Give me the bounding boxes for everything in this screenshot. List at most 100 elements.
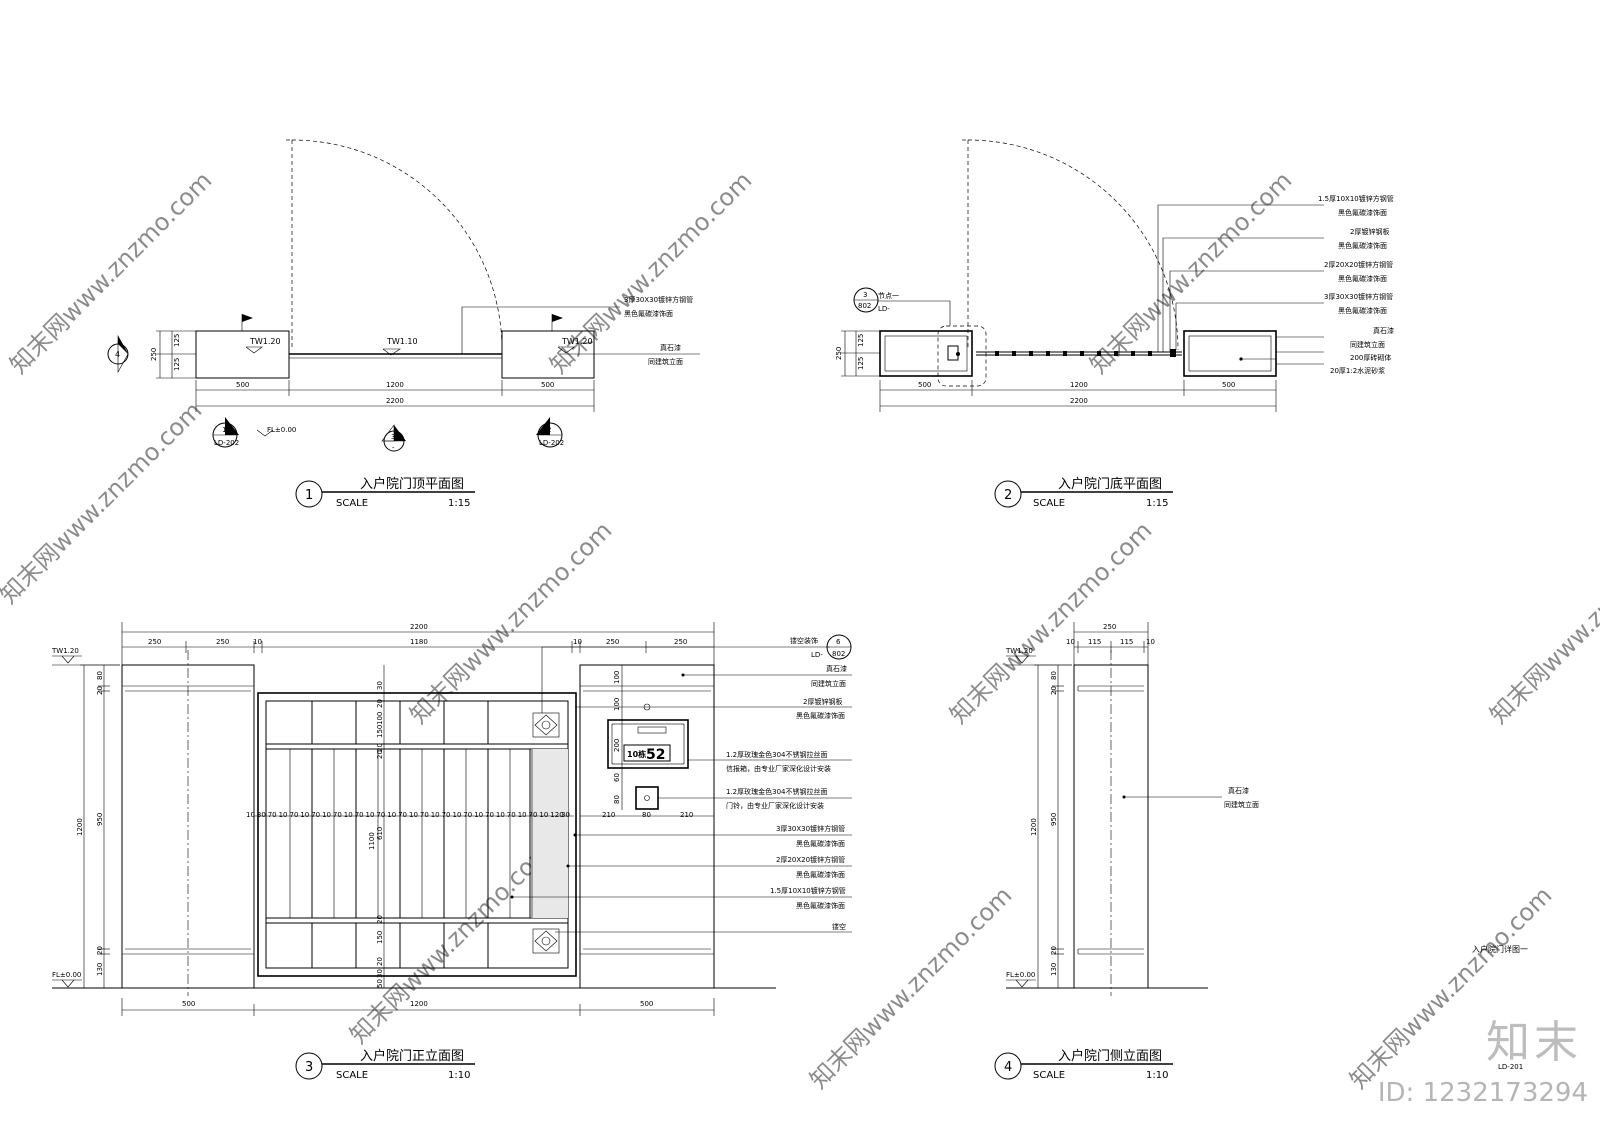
dim: 1100 (368, 832, 376, 850)
dim: 10 (573, 638, 582, 646)
dim: 10 (253, 638, 262, 646)
section-num: 3 (391, 433, 395, 441)
v3-label: 真石漆 (826, 664, 847, 673)
tw-left: TW1.20 (249, 337, 281, 346)
dim: 210 (680, 811, 693, 819)
bar-dim: 70 (398, 811, 407, 819)
watermark: 知末网www.znzmo.com (404, 516, 617, 729)
section-mark-1: 1 LD-202 (212, 417, 239, 448)
v3-label: 1.2厚玫瑰金色304不锈钢拉丝面 (726, 787, 828, 796)
dim: 1200 (386, 381, 404, 389)
tw-mid: TW1.10 (386, 337, 418, 346)
bar-dim: 10 (474, 811, 483, 819)
v1-label: 黑色氟碳漆饰面 (624, 309, 673, 318)
dim: 20 (1050, 946, 1058, 955)
dim: 1200 (1070, 381, 1088, 389)
tw-level: TW1.20 (1005, 647, 1033, 655)
v2-labels: 1.5厚10X10镀锌方钢管 黑色氟碳漆饰面 2厚镀锌钢板 黑色氟碳漆饰面 2厚… (1318, 194, 1394, 375)
dim: 20 (1050, 686, 1058, 695)
v2-label: 2厚20X20镀锌方钢管 (1324, 260, 1393, 269)
detail-title: 入户院门详图一 (1472, 944, 1528, 954)
watermark: 知末网www.znzmo.com (0, 396, 207, 609)
bar-dim: 70 (442, 811, 451, 819)
dim: 20 (376, 915, 384, 924)
bar-dim: 70 (376, 811, 385, 819)
view-title: 入户院门底平面图 (1058, 476, 1162, 492)
view-title: 入户院门侧立面图 (1058, 1048, 1162, 1064)
bar-dim: 70 (463, 811, 472, 819)
bar-dim: 10 (518, 811, 527, 819)
v2-label: 黑色氟碳漆饰面 (1338, 241, 1387, 250)
v3-labels: 真石漆 同建筑立面 2厚镀锌钢板 黑色氟碳漆饰面 1.2厚玫瑰金色304不锈钢拉… (726, 664, 847, 931)
watermark-layer: 知末网www.znzmo.com 知末网www.znzmo.com 知末网www… (0, 166, 1600, 1094)
dim: 1200 (76, 818, 84, 836)
dim: 200 (613, 739, 621, 752)
bar-dim: 10 (539, 811, 548, 819)
dim: 950 (1050, 813, 1058, 826)
section-ref: - (392, 444, 395, 452)
node-ref: LD- (878, 305, 890, 313)
ornament-top (532, 712, 560, 738)
dim: 20 (376, 750, 384, 759)
v3-label: 信报箱，由专业厂家深化设计安装 (726, 764, 831, 773)
bar-dim: 70 (529, 811, 538, 819)
dim: 80 (96, 671, 104, 680)
dim: 125 (173, 358, 181, 371)
dim: 10 (1066, 638, 1075, 646)
fl-mark: FL±0.00 (267, 426, 296, 434)
node-num: 3 (863, 291, 867, 299)
v2-label: 黑色氟碳漆饰面 (1338, 274, 1387, 283)
section-num: 2 (547, 426, 551, 434)
doorbell (635, 786, 659, 810)
dim: 2200 (386, 397, 404, 405)
v3-label: 黑色氟碳漆饰面 (796, 839, 845, 848)
dim: 20 (376, 699, 384, 708)
dim: 125 (857, 357, 865, 370)
view-1-top-plan: TW1.20 TW1.10 TW1.20 3厚30X30镀锌方钢管 黑色氟碳漆饰… (107, 139, 700, 509)
section-num: 1 (222, 426, 226, 434)
v3-label: 2厚20X20镀锌方钢管 (776, 855, 845, 864)
dim: 80 (642, 811, 651, 819)
dim: 2200 (410, 623, 428, 631)
view-4-side-elevation: 250 10 115 115 10 TW1.20 真石漆 同建筑立面 80 20 (994, 622, 1259, 1081)
v3-label: 黑色氟碳漆饰面 (796, 901, 845, 910)
dim: 610 (376, 827, 384, 840)
dim: 20 (376, 957, 384, 966)
node-label: 节点一 (878, 292, 899, 300)
dim: 130 (1050, 963, 1058, 976)
dim: 150 (376, 725, 384, 738)
v2-label: 3厚30X30镀锌方钢管 (1324, 292, 1393, 301)
bar-dim: 70 (485, 811, 494, 819)
section-mark-3: 3 - (381, 424, 406, 452)
v3-label: 同建筑立面 (811, 679, 846, 688)
dim: 250 (216, 638, 229, 646)
v2-label: 20厚1:2水泥砂浆 (1330, 366, 1385, 375)
v2-label: 200厚砖砌体 (1350, 353, 1391, 362)
brand-logo: 知末 (1486, 1017, 1582, 1068)
bar-dim: 10 (322, 811, 331, 819)
scale-label: SCALE (336, 1070, 368, 1081)
node-ref: 802 (858, 302, 871, 310)
dim: 1200 (1030, 818, 1038, 836)
gate-bars (289, 701, 533, 968)
bar-dim: 70 (507, 811, 516, 819)
view-number: 3 (305, 1060, 313, 1075)
watermark: 知末网www.znzmo.com (1484, 516, 1600, 729)
dim: 20 (96, 686, 104, 695)
v2-label: 1.5厚10X10镀锌方钢管 (1318, 194, 1394, 203)
v1-label: 真石漆 (660, 343, 681, 352)
v2-label: 2厚镀锌钢板 (1350, 227, 1389, 236)
v3-label: 黑色氟碳漆饰面 (796, 870, 845, 879)
bar-dim: 70 (420, 811, 429, 819)
dim: 250 (606, 638, 619, 646)
bar-dim: 10 (246, 811, 255, 819)
dim: 500 (541, 381, 554, 389)
v4-label: 同建筑立面 (1224, 800, 1259, 809)
bar-dim: 10 (279, 811, 288, 819)
dim: 80 (1050, 671, 1058, 680)
v1-label: 3厚30X30镀锌方钢管 (624, 295, 693, 304)
dim: 210 (602, 811, 615, 819)
bar-dim: 70 (311, 811, 320, 819)
bar-dim: 10 (366, 811, 375, 819)
v3-label: 1.2厚玫瑰金色304不锈钢拉丝面 (726, 750, 828, 759)
